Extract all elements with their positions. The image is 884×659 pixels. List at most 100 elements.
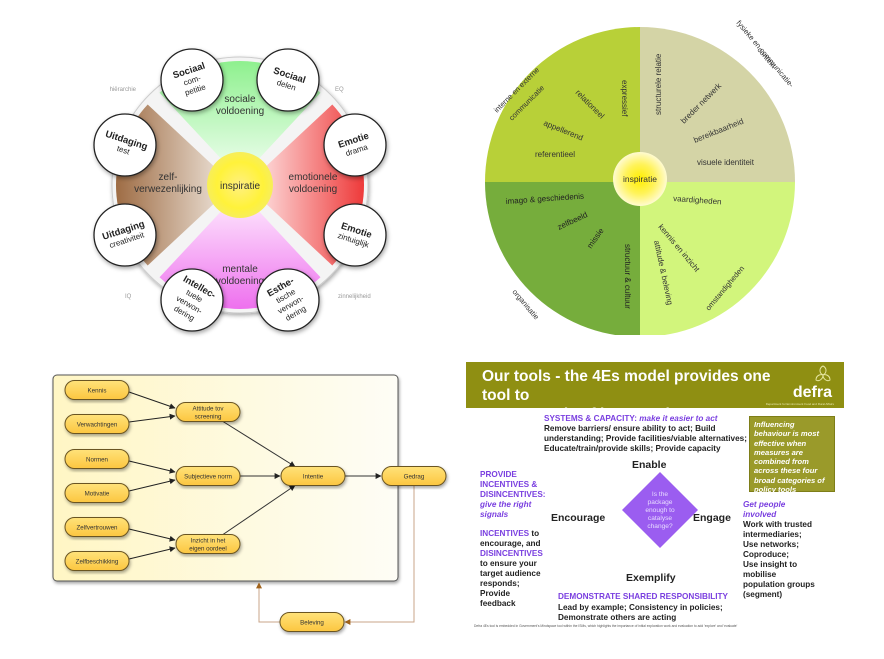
side-note-line: across these four <box>754 466 818 476</box>
bubble-subtitle: test <box>116 144 132 157</box>
disincentives-keyword: DISINCENTIVES <box>480 549 543 558</box>
behaviour-flow-model: KennisVerwachtingenNormenMotivatieZelfve… <box>52 374 447 632</box>
encourage-body-line: feedback <box>480 599 516 608</box>
four-es-slide: Our tools - the 4Es model provides one t… <box>466 362 844 637</box>
bubble-circle <box>256 48 320 112</box>
sector-label: emotionele <box>289 172 338 183</box>
title-line-1: Our tools - the 4Es model provides one t… <box>482 368 771 404</box>
bubble-circle <box>93 203 157 267</box>
node-shape <box>64 380 130 400</box>
flow-node-intentie: Intentie <box>280 466 346 486</box>
node-shape <box>175 466 241 486</box>
node-label: Gedrag <box>404 474 425 481</box>
encourage-body: INCENTIVES to encourage, and DISINCENTIV… <box>480 529 550 609</box>
encourage-label: Encourage <box>551 512 606 524</box>
slide-header: Our tools - the 4Es model provides one t… <box>466 362 844 423</box>
enable-heading: SYSTEMS & CAPACITY: make it easier to ac… <box>544 414 718 424</box>
enable-body-line: Remove barriers/ ensure ability to act; … <box>544 424 716 433</box>
exemplify-label: Exemplify <box>626 572 676 584</box>
side-note-line: behaviour is most <box>754 429 819 439</box>
exemplify-heading: DEMONSTRATE SHARED RESPONSIBILITY <box>558 592 728 601</box>
node-label: Normen <box>86 457 109 464</box>
encourage-body-line: Provide <box>480 589 511 598</box>
node-label: Subjectieve norm <box>184 474 232 481</box>
node-shape <box>64 414 130 434</box>
engage-body-line: Use insight to <box>743 560 798 569</box>
flow-arrow <box>128 528 176 542</box>
flow-arrow <box>222 421 296 467</box>
flow-node-verwachtingen: Verwachtingen <box>64 414 130 434</box>
sector-label: zelf- <box>159 172 178 183</box>
node-label: Beleving <box>300 620 324 627</box>
enable-heading-text: SYSTEMS & CAPACITY: <box>544 414 637 423</box>
flow-arrow <box>128 546 176 560</box>
node-label: Attitude tov <box>193 406 225 413</box>
node-label: screening <box>195 414 222 421</box>
title-line-2: ensure a mix of interventions <box>482 406 698 423</box>
bubble-circle <box>323 203 387 267</box>
side-note-line: effective when <box>754 438 807 448</box>
axis-label-eq: EQ <box>335 87 344 93</box>
incentives-keyword: INCENTIVES <box>480 529 530 538</box>
node-label: Motivatie <box>85 491 110 498</box>
diamond-text: catalyse <box>648 515 673 522</box>
slide-title: Our tools - the 4Es model provides one t… <box>482 367 782 424</box>
encourage-body-line: responds; <box>480 579 520 588</box>
engage-body-line: Work with trusted <box>743 520 812 529</box>
sector-label: voldoening <box>289 184 337 195</box>
center-label: inspiratie <box>623 174 657 184</box>
item-vaardigheden: vaardigheden <box>673 194 722 206</box>
engage-body-line: Coproduce; <box>743 550 789 559</box>
axis-label-iq: IQ <box>125 294 132 300</box>
bubble-circle <box>323 113 387 177</box>
engage-body-line: mobilise <box>743 570 777 579</box>
engage-body-line: Use networks; <box>743 540 799 549</box>
engage-body-line: (segment) <box>743 590 783 599</box>
enable-body-line: understanding; Provide facilities/viable… <box>544 434 747 443</box>
bubble-circle <box>256 268 320 332</box>
encourage-italic-line: signals <box>480 510 509 519</box>
item-structuur-cultuur: structuur & cultuur <box>623 244 632 309</box>
flow-arrow <box>128 413 176 423</box>
side-note-line: Influencing <box>754 420 795 429</box>
encourage-body-line: encourage, and <box>480 539 541 548</box>
sector-label: mentale <box>222 264 258 275</box>
item-expressief: expressief <box>620 80 629 117</box>
diamond-text: enough to <box>645 507 675 514</box>
flow-node-normen: Normen <box>64 449 130 469</box>
engage-label: Engage <box>693 512 731 524</box>
flow-node-subjectieve: Subjectieve norm <box>175 466 241 486</box>
item-visuele-identiteit: visuele identiteit <box>697 158 755 167</box>
node-shape <box>280 466 346 486</box>
flow-arrow <box>128 460 176 474</box>
flow-node-zelfvertrouwen: Zelfvertrouwen <box>64 517 130 537</box>
defra-trefoil-icon <box>815 365 831 382</box>
exemplify-body-line: Lead by example; Consistency in policies… <box>558 603 723 612</box>
flow-node-kennis: Kennis <box>64 380 130 400</box>
node-label: Verwachtingen <box>77 422 118 429</box>
item-structurele-relatie: structurele relatie <box>654 53 663 115</box>
diamond-text: Is the <box>652 491 668 498</box>
side-note-line: combined from <box>754 457 809 467</box>
motivation-wheel: socialevoldoeningemotionelevoldoeningmen… <box>93 48 387 332</box>
flow-node-motivatie: Motivatie <box>64 483 130 503</box>
quadrant-omstandigheden <box>640 182 795 335</box>
engage-italic-line: involved <box>743 510 777 519</box>
engage-body-line: population groups <box>743 580 815 589</box>
defra-logo: defra <box>792 384 832 401</box>
enable-heading-italic: make it easier to act <box>639 414 718 423</box>
sector-label: voldoening <box>216 106 264 117</box>
node-shape <box>64 449 130 469</box>
node-shape <box>175 534 241 554</box>
node-label: Zelfvertrouwen <box>77 525 118 532</box>
flow-arrow <box>128 391 176 410</box>
flow-node-beleving: Beleving <box>279 612 345 632</box>
side-note-line: measures are <box>754 447 803 457</box>
engage-body-line: intermediaries; <box>743 530 802 539</box>
